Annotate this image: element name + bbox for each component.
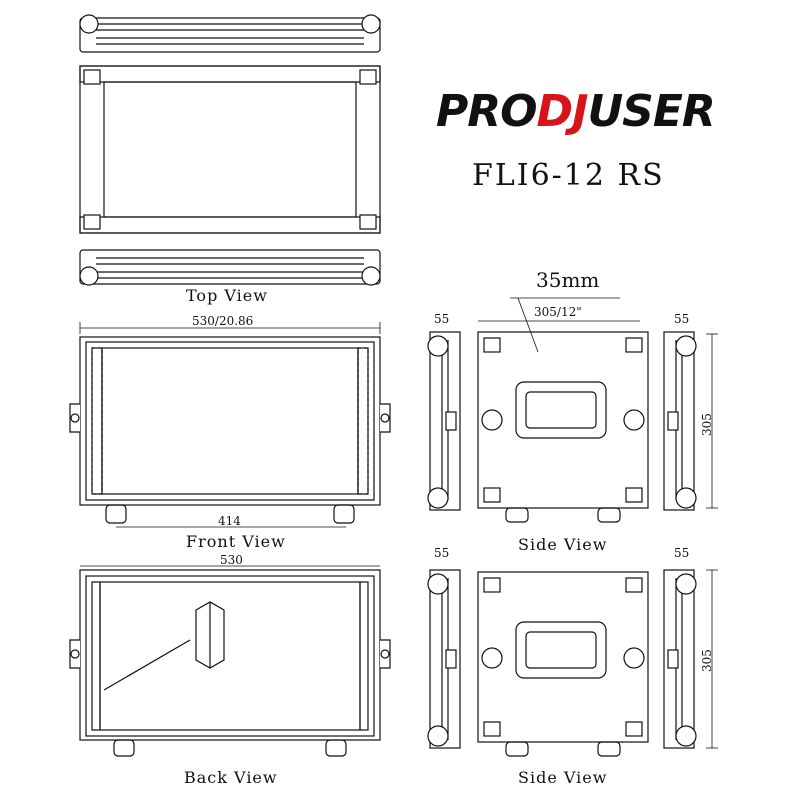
front-inner-label: 414 xyxy=(218,514,241,528)
side-lower-body xyxy=(477,571,649,757)
side-view-upper-title: Side View xyxy=(518,535,608,554)
side-width-label: 305/12" xyxy=(534,305,582,319)
front-view-case xyxy=(69,336,391,524)
side-upper-height-line xyxy=(706,333,718,509)
model-name: FLI6-12 RS xyxy=(472,158,665,193)
profile-lower-right-label: 55 xyxy=(674,546,690,560)
side-lower-left-profile xyxy=(427,569,461,749)
side-upper-left-profile xyxy=(427,331,461,511)
profile-upper-right-label: 55 xyxy=(674,312,690,326)
brand-logo: PRODJUSER xyxy=(436,90,716,134)
front-view-title: Front View xyxy=(186,532,286,551)
front-width-label: 530/20.86 xyxy=(192,314,254,328)
top-view-frame xyxy=(79,65,381,234)
brand-logo-part-2: DJ xyxy=(536,86,589,137)
side-lower-height-line xyxy=(706,569,718,749)
back-view-title: Back View xyxy=(184,768,278,787)
back-view-case xyxy=(69,569,391,757)
brand-logo-part-3: USER xyxy=(587,86,715,137)
top-view-title: Top View xyxy=(186,286,268,305)
side-view-lower-title: Side View xyxy=(518,768,608,787)
brand-logo-part-1: PRO xyxy=(436,86,538,137)
side-lower-right-profile xyxy=(663,569,697,749)
profile-lower-left-label: 55 xyxy=(434,546,450,560)
top-view-lower-rail xyxy=(79,249,381,286)
side-upper-body xyxy=(477,331,649,523)
profile-upper-left-label: 55 xyxy=(434,312,450,326)
back-width-label: 530 xyxy=(220,553,243,567)
side-upper-right-profile xyxy=(663,331,697,511)
side-depth-leader xyxy=(478,297,640,353)
front-width-dimension-line xyxy=(79,322,381,334)
top-view-upper-rail xyxy=(79,14,381,53)
side-lower-height-label: 305 xyxy=(700,649,714,672)
side-depth-label: 35mm xyxy=(536,268,600,292)
side-upper-height-label: 305 xyxy=(700,413,714,436)
